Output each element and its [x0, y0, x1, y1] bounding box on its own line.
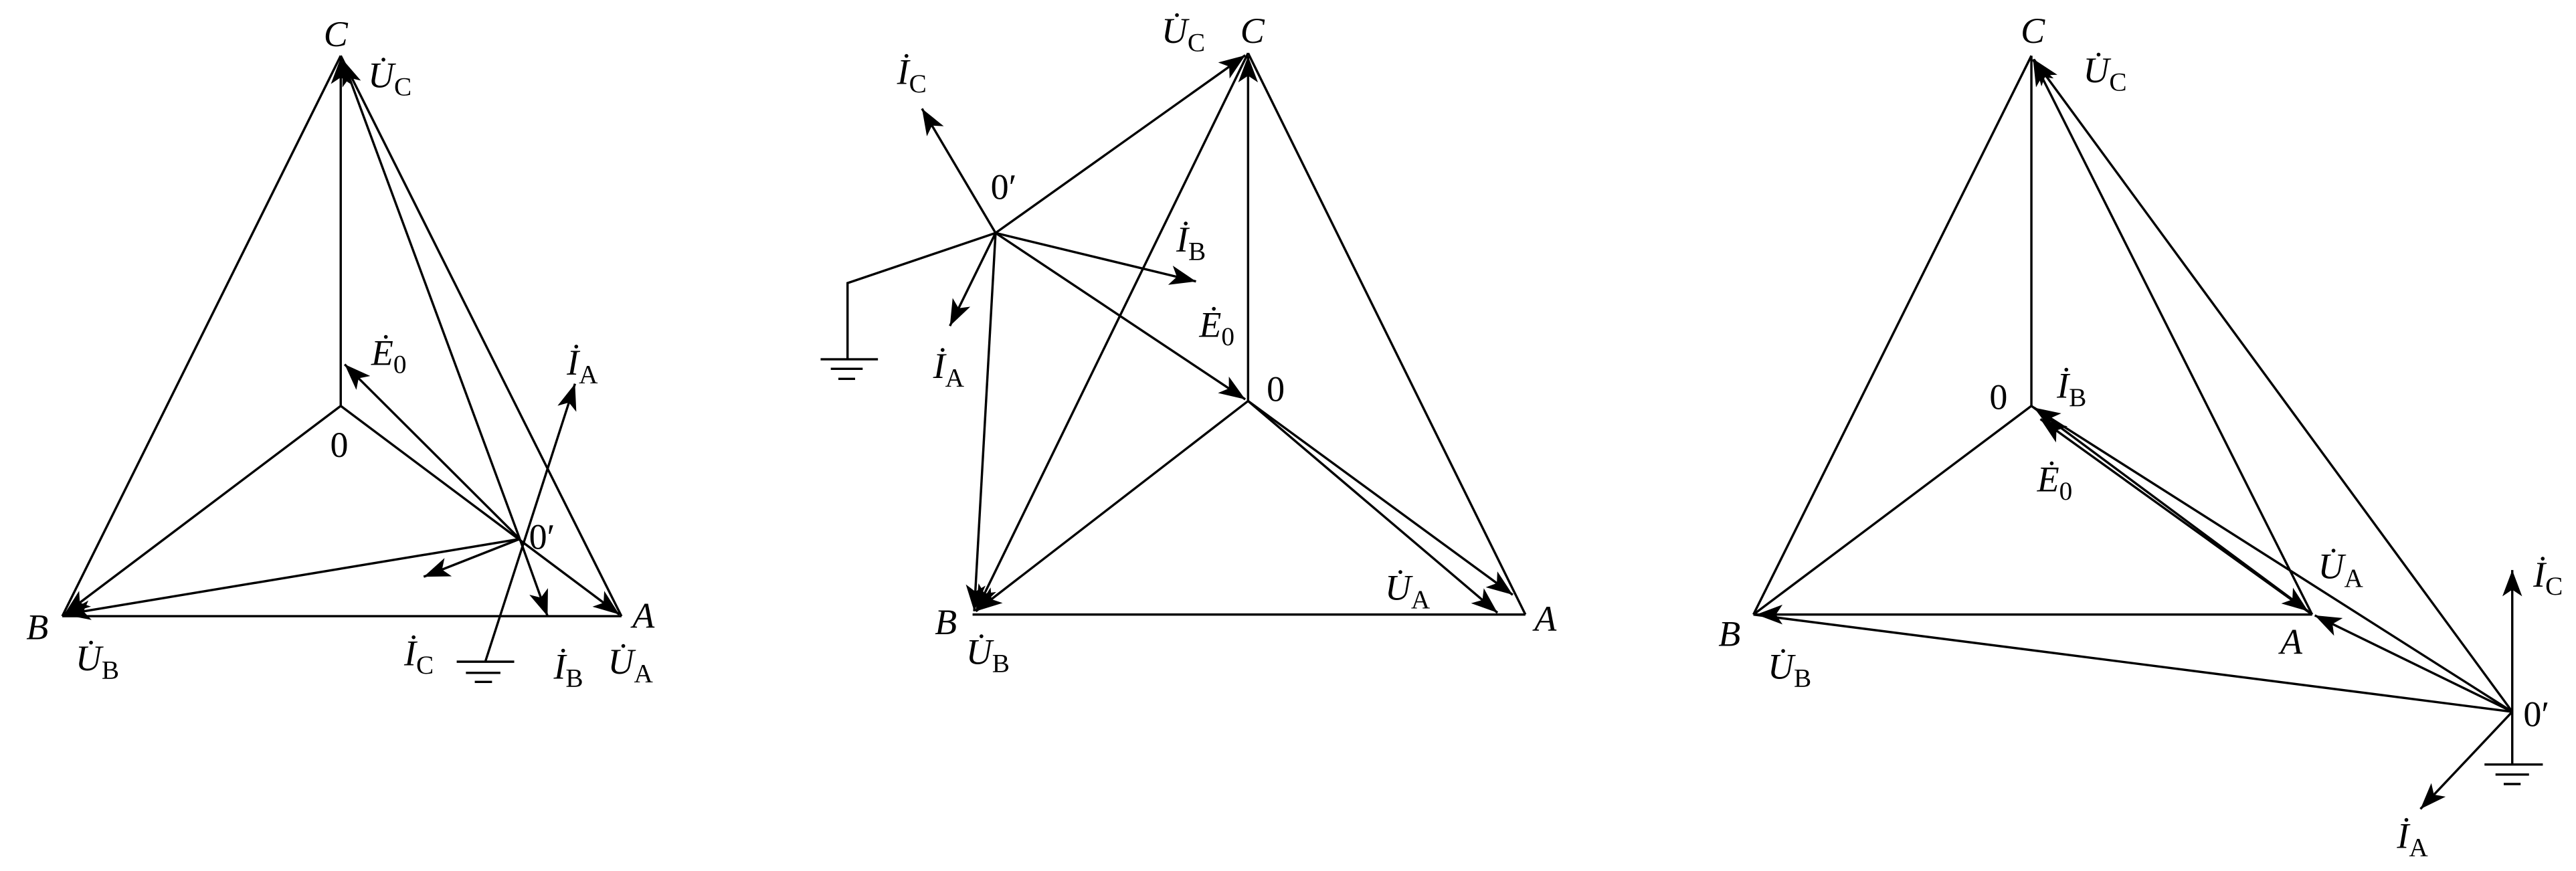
label-ua: U̇A: [1385, 568, 1431, 614]
phasor-a-c: [2031, 58, 2314, 615]
node-label-a: A: [630, 595, 655, 636]
label-ia: İA: [2396, 815, 2428, 862]
ground-lead: [846, 231, 996, 360]
label-e0: Ė0: [2037, 459, 2073, 505]
node-label-o: 0: [331, 425, 349, 465]
phasor-uc: [341, 59, 521, 540]
label-uc: U̇C: [368, 55, 411, 101]
phasor-ia: [484, 383, 577, 662]
node-label-b: B: [935, 602, 957, 642]
phasor-ic: [423, 538, 521, 578]
phasor-ib: [519, 539, 549, 617]
phasor-uc: [994, 54, 1247, 234]
phasor-uc: [2033, 58, 2514, 713]
phasor-o-a: [340, 405, 620, 616]
ground-symbol: [456, 660, 515, 684]
node-label-o-prime: 0′: [991, 167, 1017, 207]
edge-c-b: [61, 55, 342, 617]
label-ib: İB: [1176, 219, 1206, 266]
phasor-ub: [1753, 613, 2512, 713]
ground-symbol: [820, 358, 879, 381]
phasor-ib-e0: [995, 231, 1196, 285]
phasor-e0: [2039, 418, 2313, 616]
phasor-o-b: [975, 400, 1249, 613]
ground-symbol: [2484, 763, 2543, 785]
phasor-o-a: [2031, 405, 2309, 613]
diagram-3: C B A 0 0′ U̇C İB Ė0 U̇A İC U̇B İA: [1718, 11, 2563, 862]
node-label-o: 0: [1267, 369, 1285, 409]
node-label-o: 0: [1989, 377, 2007, 417]
label-ua: U̇A: [608, 642, 653, 688]
phasor-c-b: [974, 52, 1249, 612]
phasor-ub: [64, 537, 521, 620]
phasor-ic: [921, 108, 997, 234]
label-e0: Ė0: [371, 332, 407, 379]
label-ub: U̇B: [966, 632, 1010, 678]
phasor-e0: [343, 363, 521, 540]
phasor-ua: [2314, 614, 2513, 713]
phasor-ub: [965, 233, 997, 611]
node-label-b: B: [1718, 613, 1740, 654]
node-label-c: C: [2021, 11, 2045, 51]
edge-c-a: [339, 55, 623, 617]
label-ua: U̇A: [2318, 547, 2364, 593]
label-ic: İC: [2533, 555, 2563, 601]
node-label-a: A: [2278, 622, 2303, 662]
node-label-o-prime: 0′: [2523, 694, 2549, 735]
label-uc: U̇C: [1162, 11, 1205, 57]
phasor-o-a-1: [1247, 400, 1513, 596]
phasor-ua: [1247, 400, 1499, 614]
diagram-1: C B A 0 0′ U̇C U̇B U̇A Ė0 İA İC İB: [26, 14, 655, 693]
node-label-o-prime: 0′: [529, 516, 555, 557]
phasor-ia: [949, 232, 997, 326]
label-ia: İA: [933, 346, 965, 392]
phasor-o-prime-o: [994, 231, 1247, 401]
label-ub: U̇B: [1768, 646, 1811, 692]
node-label-b: B: [26, 607, 48, 647]
node-label-c: C: [324, 14, 349, 54]
label-ic: İC: [897, 52, 927, 98]
phasor-o-b: [63, 405, 342, 616]
label-ub: U̇B: [76, 638, 119, 684]
label-ia: İA: [566, 343, 598, 389]
label-e0: Ė0: [1198, 305, 1234, 351]
line-o-b: [1752, 405, 2033, 616]
label-ib: İB: [2056, 366, 2086, 412]
node-label-c: C: [1240, 11, 1265, 51]
edge-c-b: [1752, 55, 2033, 615]
label-uc: U̇C: [2083, 50, 2126, 96]
phasor-ia: [2419, 710, 2513, 810]
label-ib: İB: [553, 646, 583, 692]
node-label-a: A: [1532, 599, 1557, 639]
phasor-ib: [2033, 406, 2513, 713]
label-ic: İC: [403, 634, 434, 680]
diagram-2: C B A 0 0′ U̇C İC İB Ė0 İA U̇A U̇B: [820, 11, 1557, 678]
edge-c-a: [1247, 52, 1527, 615]
